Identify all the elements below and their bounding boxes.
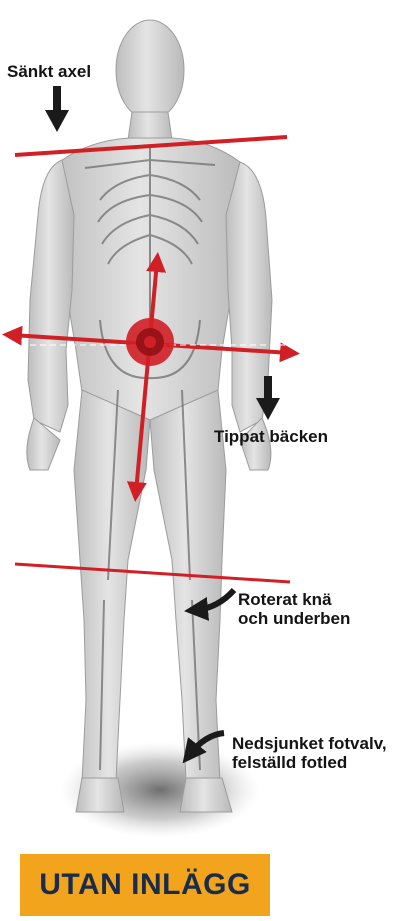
status-badge: UTAN INLÄGG	[20, 854, 270, 916]
left-foot	[76, 778, 124, 812]
head	[116, 20, 184, 120]
target-circle-icon	[126, 318, 174, 366]
knee-label-line1: Roterat knä	[238, 590, 350, 609]
arch-label-line1: Nedsjunket fotvalv,	[232, 734, 387, 753]
down-arrow-icon	[45, 86, 69, 132]
arch-label: Nedsjunket fotvalv, felställd fotled	[232, 734, 387, 772]
knee-label: Roterat knä och underben	[238, 590, 350, 628]
badge-text: UTAN INLÄGG	[39, 868, 251, 902]
arch-label-line2: felställd fotled	[232, 753, 387, 772]
neck	[128, 112, 172, 140]
knee-label-line2: och underben	[238, 609, 350, 628]
right-leg	[150, 390, 226, 782]
pelvis-label: Tippat bäcken	[214, 427, 328, 446]
left-arm	[28, 160, 74, 432]
shoulder-label: Sänkt axel	[7, 62, 91, 81]
knee-line	[15, 564, 290, 582]
